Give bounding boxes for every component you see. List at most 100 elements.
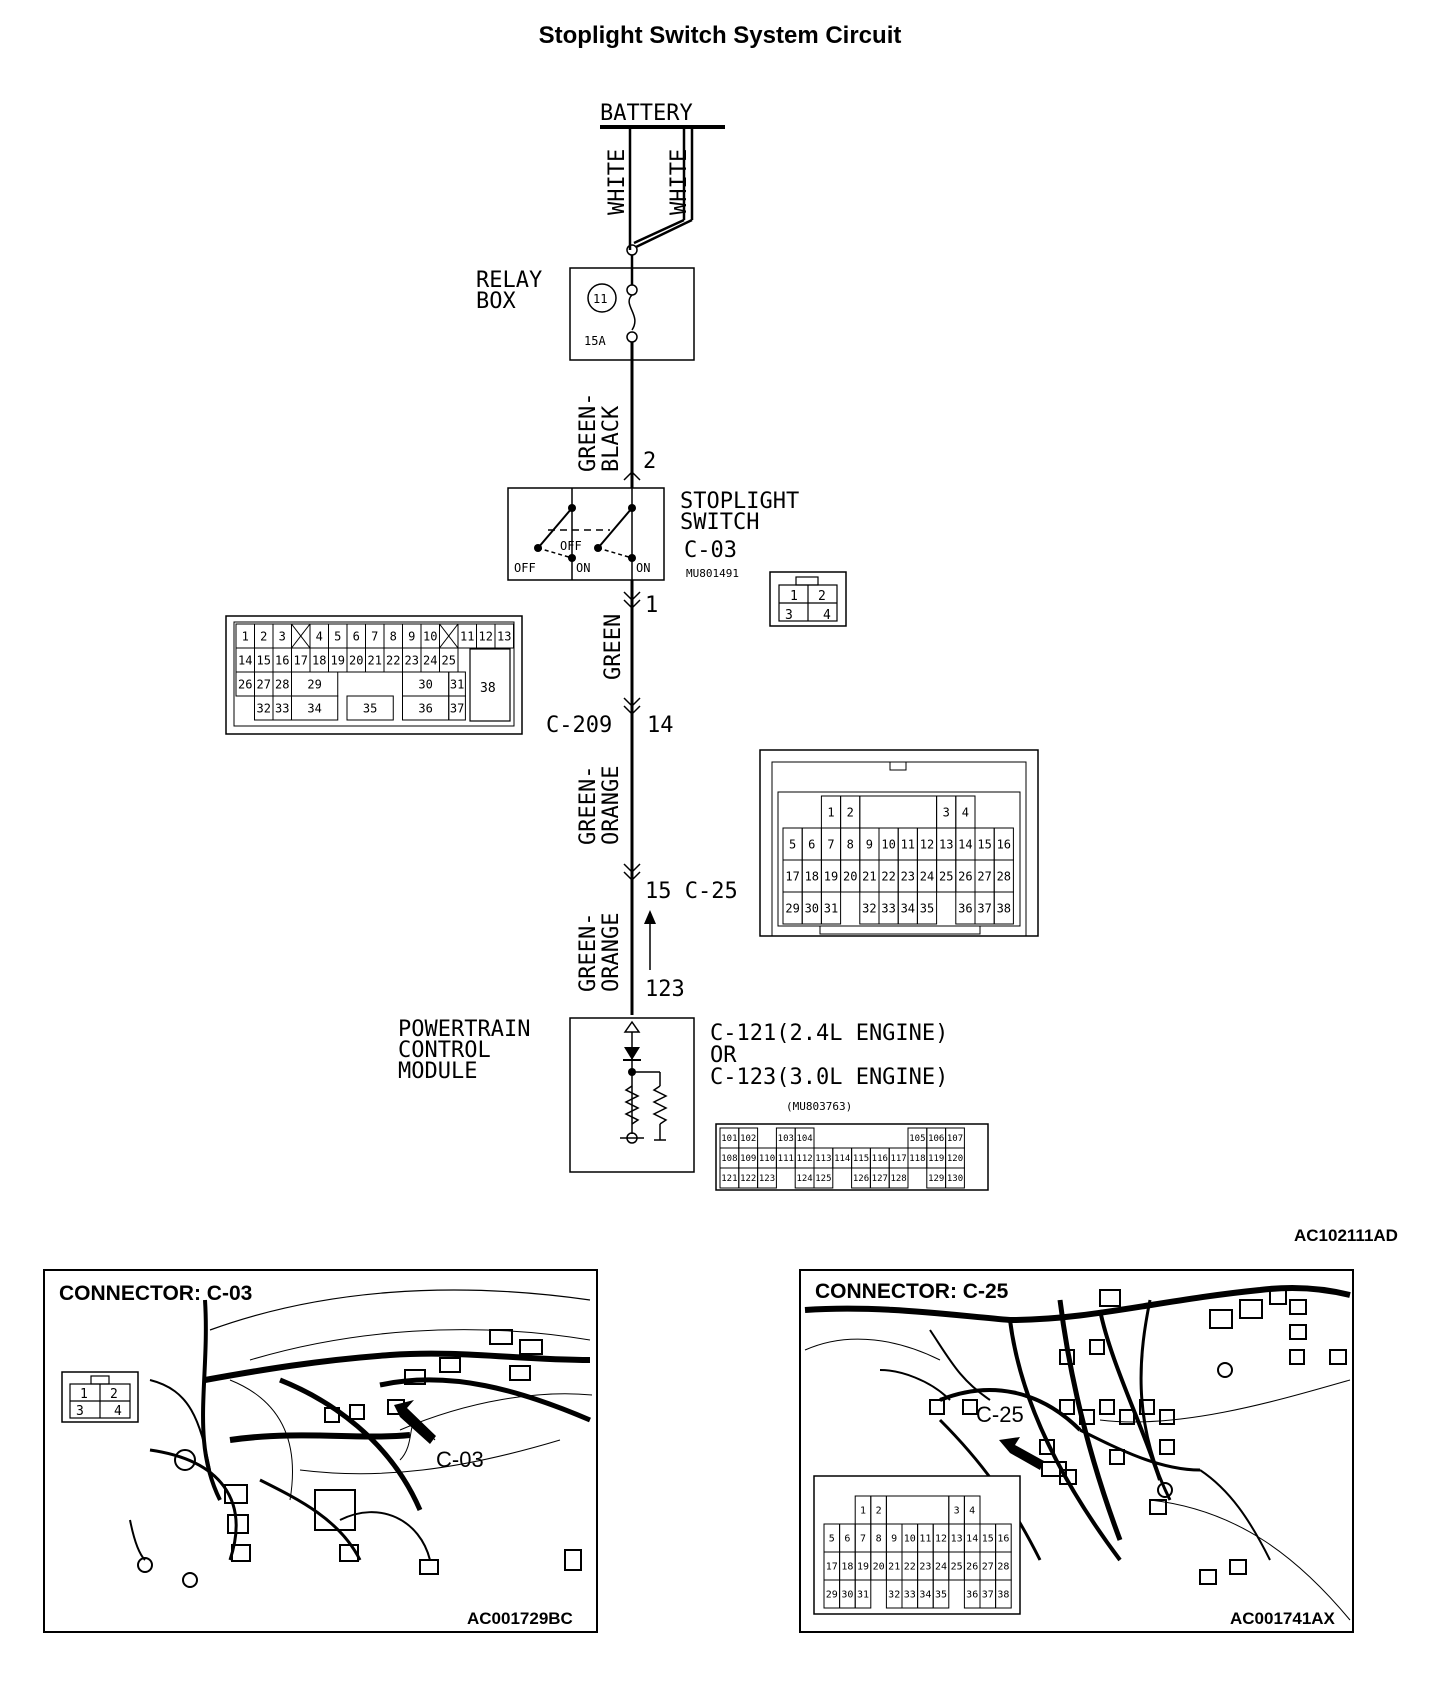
c25-pin-cell [993, 891, 1014, 925]
c25-pin: 26 [958, 869, 972, 883]
panel-c25: CONNECTOR: C-25 [799, 1269, 1354, 1633]
pcm-pin: 110 [759, 1154, 775, 1164]
pcm-conn-1: C-121(2.4L ENGINE) [710, 1021, 948, 1046]
pcm-pin: 102 [740, 1134, 756, 1144]
panel-c25-pin: 29 [826, 1590, 838, 1601]
pcm-pin: 105 [909, 1134, 925, 1144]
panel-c03-title: CONNECTOR: C-03 [59, 1282, 252, 1305]
c25-pin: 37 [977, 901, 991, 915]
panel-c25-pin: 26 [966, 1562, 978, 1573]
panel-c25-pin: 23 [919, 1562, 931, 1573]
c25-pin: 13 [939, 837, 953, 851]
pin-1-label: 1 [645, 593, 658, 618]
pcm-pin: 107 [947, 1134, 963, 1144]
panel-c25-pin: 33 [904, 1590, 916, 1601]
panel-c25-pin: 9 [891, 1534, 897, 1545]
c209-pin: 7 [371, 629, 378, 643]
c03-label: C-03 [684, 538, 737, 563]
fuse-number: 11 [593, 292, 607, 306]
panel-c25-pin: 34 [919, 1590, 931, 1601]
panel-c25-pin: 37 [982, 1590, 994, 1601]
panel-c25-pin: 13 [951, 1534, 963, 1545]
c25-pin: 30 [805, 901, 819, 915]
panel-c25-pin: 15 [982, 1534, 994, 1545]
c209-pin-cell [448, 695, 466, 721]
pcm-pin: 113 [815, 1154, 831, 1164]
c25-pin: 14 [958, 837, 972, 851]
wire-green-orange-b2: ORANGE [599, 913, 624, 992]
panel-c03-pin: 2 [110, 1387, 118, 1402]
c25-pin: 21 [862, 869, 876, 883]
c209-pin: 24 [423, 653, 437, 667]
switch-on-2: ON [636, 561, 650, 575]
wire-green-orange-a2: ORANGE [599, 766, 624, 845]
c25-pin: 29 [785, 901, 799, 915]
c209-pin: 1 [242, 629, 249, 643]
pcm-pin: 127 [872, 1174, 888, 1184]
c209-pin: 26 [238, 677, 252, 691]
c209-pin: 18 [312, 653, 326, 667]
c03-pin: 2 [818, 589, 826, 604]
diagram-title: Stoplight Switch System Circuit [538, 22, 902, 49]
c209-pin: 8 [390, 629, 397, 643]
c25-pin-cell [916, 891, 938, 925]
panel-c25-pin: 7 [860, 1534, 866, 1545]
pin-14-label: 14 [647, 713, 674, 738]
c25-pin: 33 [881, 901, 895, 915]
panel-c25-pin: 28 [997, 1562, 1009, 1573]
c25-pin: 17 [785, 869, 799, 883]
panel-c25-pin: 6 [844, 1534, 850, 1545]
c25-pin: 28 [997, 869, 1011, 883]
c209-pin: 35 [363, 701, 377, 715]
wire-green-black-1: GREEN- [576, 393, 601, 472]
pcm-pin: 125 [815, 1174, 831, 1184]
panel-c25-pin: 27 [982, 1562, 994, 1573]
c25-pin: 15 [977, 837, 991, 851]
panel-c25-image-id: AC001741AX [1230, 1609, 1336, 1628]
panel-c25-pin: 36 [966, 1590, 978, 1601]
c25-pin: 6 [808, 837, 815, 851]
c209-pin: 15 [257, 653, 271, 667]
wire-green-orange-b1: GREEN- [576, 913, 601, 992]
pcm-label-3: MODULE [398, 1059, 477, 1084]
c209-pin: 22 [386, 653, 400, 667]
pcm-pin: 114 [834, 1154, 850, 1164]
c03-connector-face: 1 2 3 4 [769, 571, 847, 627]
panel-c25-pin: 19 [857, 1562, 869, 1573]
pcm-pin: 112 [796, 1154, 812, 1164]
c209-pin: 14 [238, 653, 252, 667]
pcm-label-2: CONTROL [398, 1038, 491, 1063]
pcm-pin: 109 [740, 1154, 756, 1164]
pin-123-label: 123 [645, 977, 685, 1002]
panel-c25-pin: 31 [857, 1590, 869, 1601]
c03-pin: 3 [785, 608, 793, 623]
panel-c25-pin: 18 [841, 1562, 853, 1573]
pcm-pin-cell [757, 1167, 777, 1189]
stoplight-label-1: STOPLIGHT [680, 489, 799, 514]
wire-white-1: WHITE [605, 149, 630, 215]
panel-c25-pin: 5 [829, 1534, 835, 1545]
pcm-pin-cell [888, 1167, 909, 1189]
switch-on-1: ON [576, 561, 590, 575]
pcm-pin: 117 [890, 1154, 906, 1164]
wire-green-orange-a1: GREEN- [576, 766, 601, 845]
panel-c25-pin: 8 [876, 1534, 882, 1545]
c209-pin-cell [291, 695, 339, 721]
panel-c25-pin: 2 [876, 1506, 882, 1517]
c25-pin: 31 [824, 901, 838, 915]
c209-pin: 4 [316, 629, 323, 643]
c209-pin: 27 [257, 677, 271, 691]
panel-c03-pin: 1 [80, 1387, 88, 1402]
pcm-pin: 126 [853, 1174, 869, 1184]
c209-pin: 29 [307, 677, 321, 691]
c209-pin: 16 [275, 653, 289, 667]
pcm-pin: 116 [872, 1154, 888, 1164]
panel-c25-pin: 3 [954, 1506, 960, 1517]
switch-off: OFF [514, 561, 536, 575]
battery-label: BATTERY [600, 101, 693, 126]
c209-pin: 21 [368, 653, 382, 667]
c209-pin: 37 [450, 701, 464, 715]
c25-pin: 11 [901, 837, 915, 851]
c25-pin: 8 [847, 837, 854, 851]
